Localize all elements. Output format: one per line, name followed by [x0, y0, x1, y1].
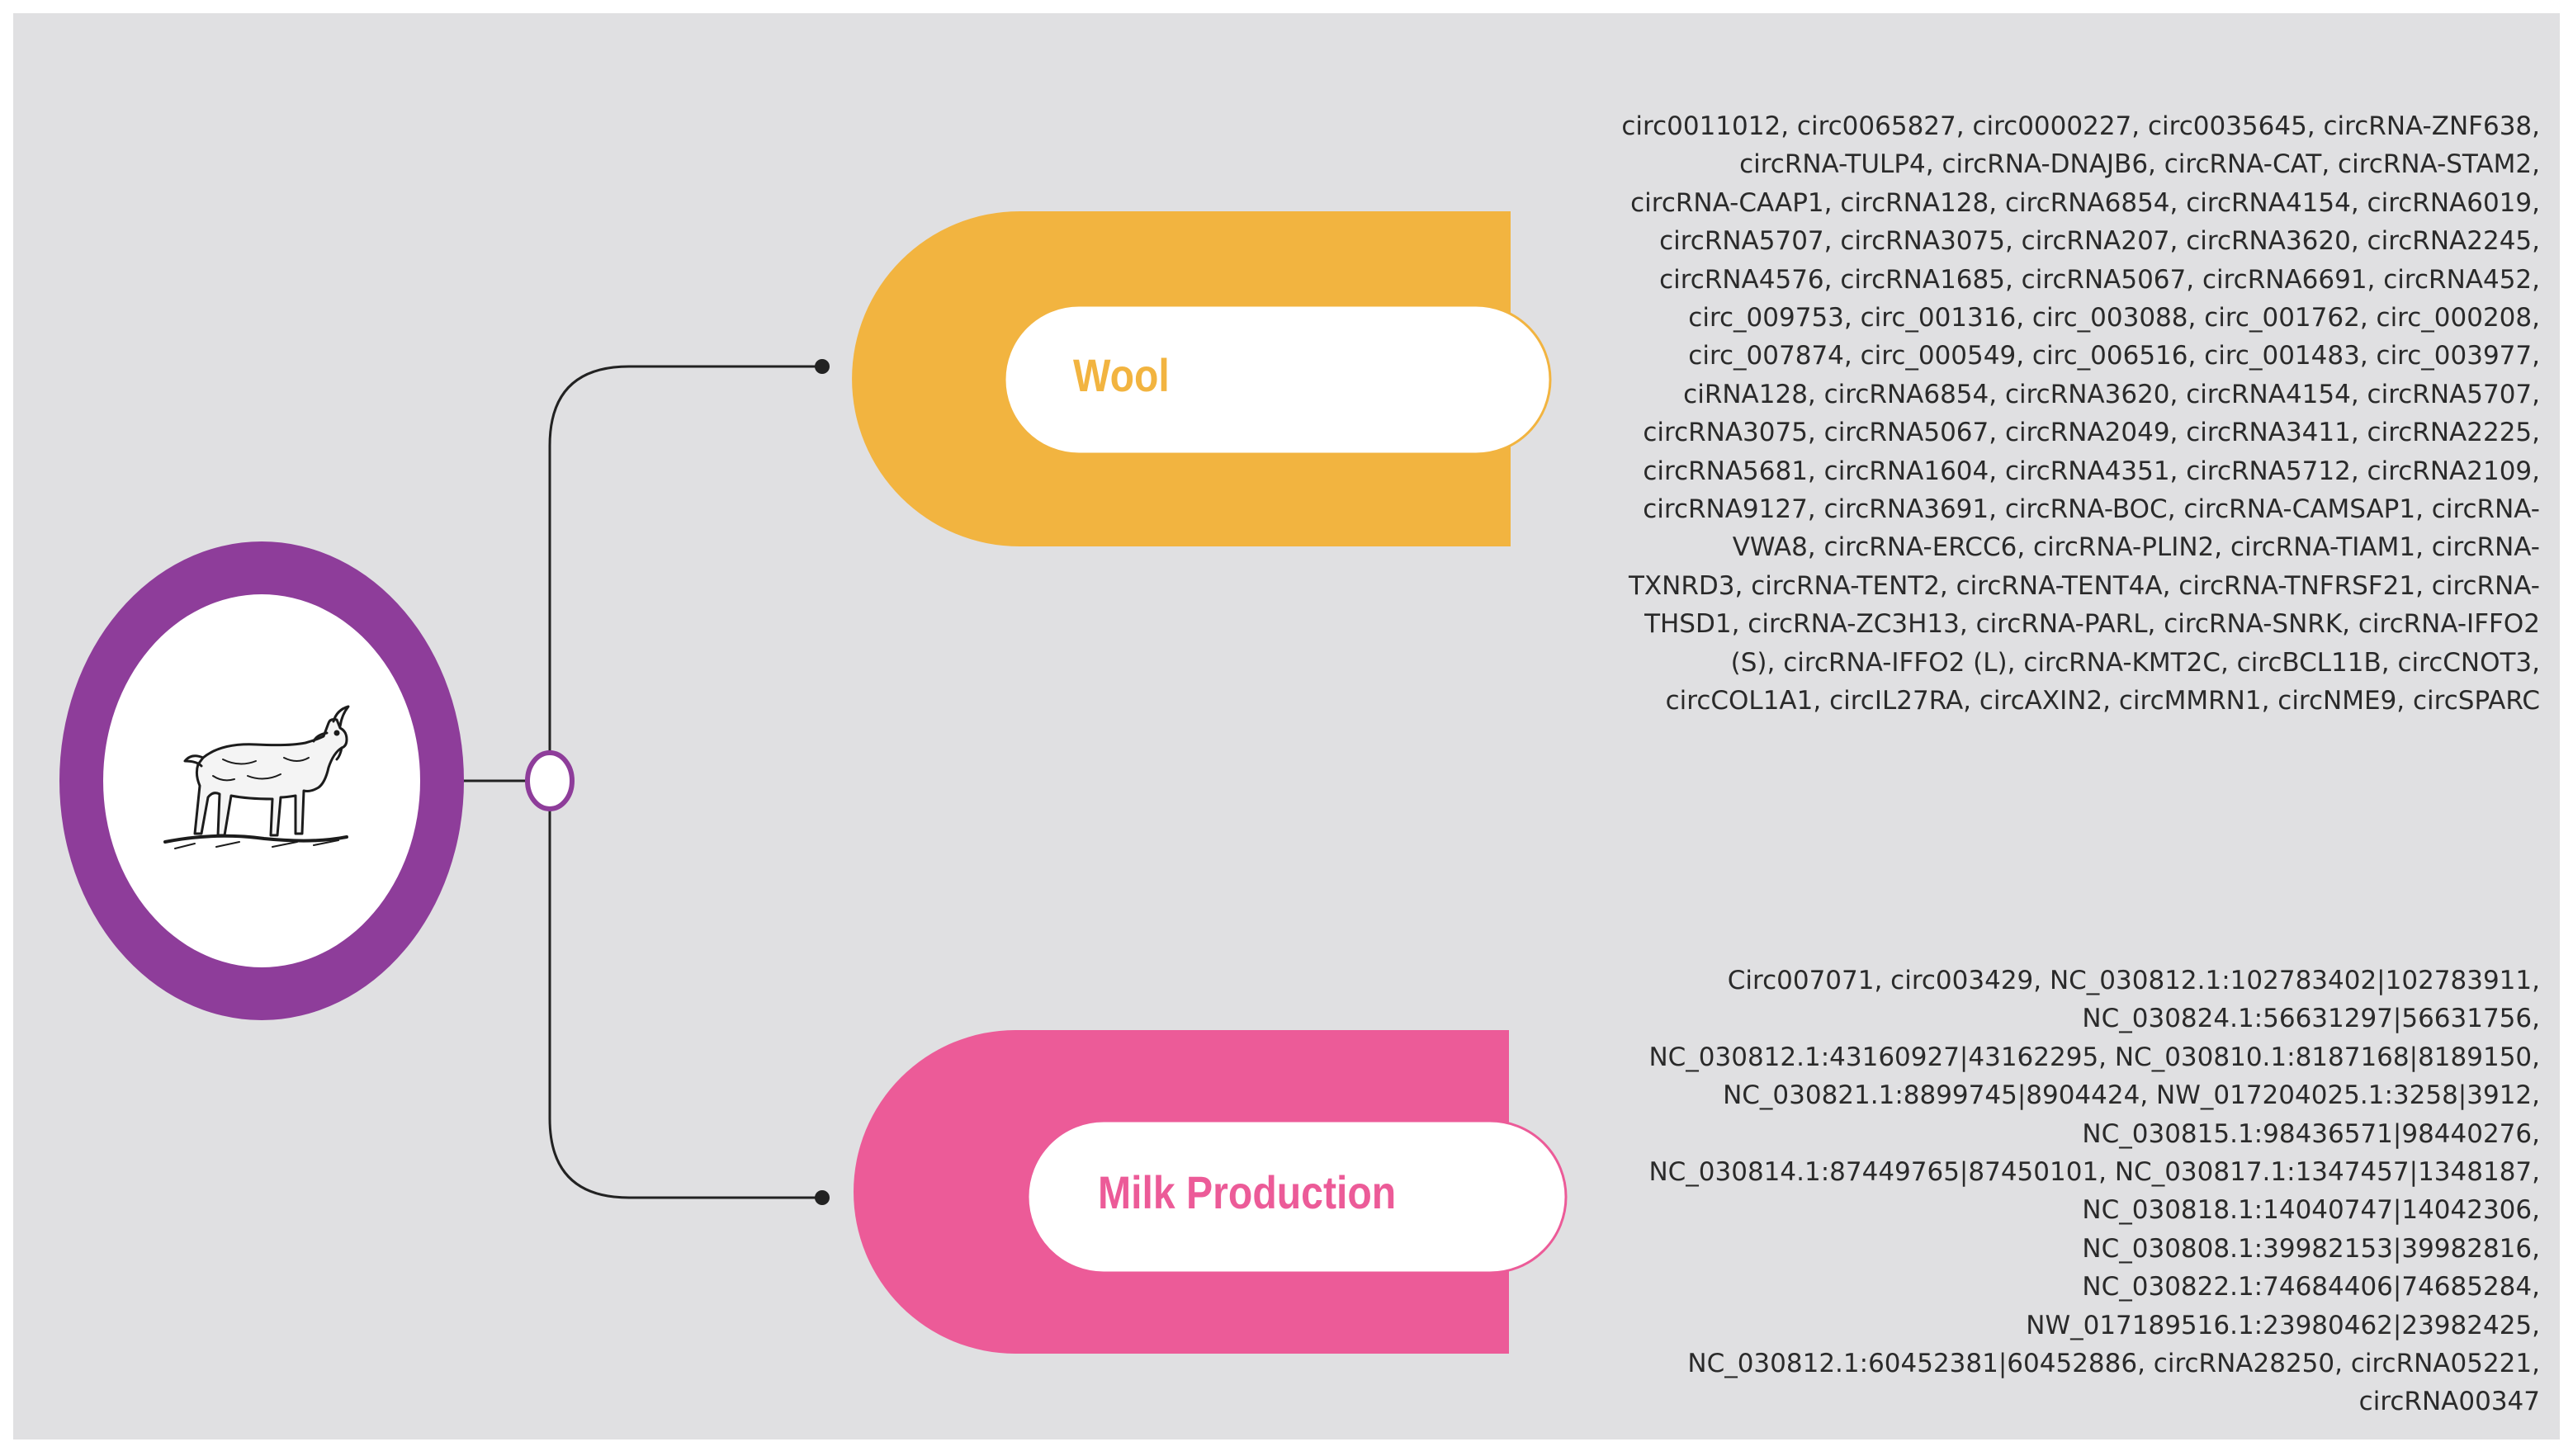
- root-node: [59, 541, 464, 1020]
- milk-list-line: NC_030821.1:8899745|8904424, NW_01720402…: [1723, 1080, 2540, 1111]
- wool-label-pill: [1003, 304, 1552, 456]
- wool-list-line: circRNA-TULP4, circRNA-DNAJB6, circRNA-C…: [1739, 149, 2540, 180]
- wool-label: Wool: [1073, 349, 1170, 401]
- wool-list-line: circRNA5681, circRNA1604, circRNA4351, c…: [1643, 456, 2540, 486]
- branch-milk: [854, 1030, 1568, 1354]
- milk-production-label: Milk Production: [1098, 1166, 1397, 1218]
- wool-list-line: circ_007874, circ_000549, circ_006516, c…: [1688, 341, 2540, 371]
- wool-list-line: (S), circRNA-IFFO2 (L), circRNA-KMT2C, c…: [1730, 647, 2540, 678]
- wool-list-line: TXNRD3, circRNA-TENT2, circRNA-TENT4A, c…: [1628, 570, 2540, 601]
- wool-list-line: circCOL1A1, circIL27RA, circAXIN2, circM…: [1665, 686, 2540, 716]
- milk-list-line: NC_030814.1:87449765|87450101, NC_030817…: [1648, 1157, 2540, 1188]
- wool-list-line: circ_009753, circ_001316, circ_003088, c…: [1688, 303, 2540, 333]
- wool-list-line: THSD1, circRNA-ZC3H13, circRNA-PARL, cir…: [1644, 609, 2540, 640]
- milk-list-line: circRNA00347: [2358, 1387, 2540, 1417]
- milk-circrna-list: Circ007071, circ003429, NC_030812.1:1027…: [1648, 962, 2540, 1421]
- milk-list-line: NC_030824.1:56631297|56631756,: [2082, 1004, 2540, 1034]
- wool-circrna-list: circ0011012, circ0065827, circ0000227, c…: [1621, 107, 2540, 721]
- branch-wool: [852, 211, 1552, 546]
- wool-list-line: circRNA3075, circRNA5067, circRNA2049, c…: [1643, 418, 2540, 448]
- connectors: [459, 365, 822, 1199]
- goat-icon: [163, 705, 350, 849]
- wool-list-line: circ0011012, circ0065827, circ0000227, c…: [1621, 111, 2540, 141]
- connector-milk: [548, 799, 822, 1199]
- milk-list-line: NC_030812.1:60452381|60452886, circRNA28…: [1687, 1349, 2540, 1379]
- milk-list-line: NC_030808.1:39982153|39982816,: [2082, 1233, 2540, 1264]
- wool-list-line: VWA8, circRNA-ERCC6, circRNA-PLIN2, circ…: [1732, 532, 2540, 563]
- connector-wool: [548, 365, 822, 763]
- junction-node: [525, 750, 575, 811]
- wool-list-line: circRNA5707, circRNA3075, circRNA207, ci…: [1659, 226, 2540, 257]
- wool-list-line: ciRNA128, circRNA6854, circRNA3620, circ…: [1683, 379, 2540, 409]
- milk-list-line: NW_017189516.1:23980462|23982425,: [2026, 1310, 2540, 1340]
- wool-list-line: circRNA-CAAP1, circRNA128, circRNA6854, …: [1630, 187, 2540, 218]
- wool-list-line: circRNA4576, circRNA1685, circRNA5067, c…: [1659, 264, 2540, 295]
- milk-label-pill: [1026, 1119, 1568, 1274]
- connector-end-dot-milk: [815, 1190, 830, 1205]
- milk-list-line: NC_030815.1:98436571|98440276,: [2082, 1118, 2540, 1149]
- milk-list-line: NC_030818.1:14040747|14042306,: [2082, 1195, 2540, 1226]
- milk-list-line: Circ007071, circ003429, NC_030812.1:1027…: [1727, 966, 2540, 995]
- wool-list-line: circRNA9127, circRNA3691, circRNA-BOC, c…: [1643, 494, 2540, 525]
- milk-list-line: NC_030812.1:43160927|43162295, NC_030810…: [1648, 1042, 2540, 1072]
- milk-list-line: NC_030822.1:74684406|74685284,: [2082, 1272, 2540, 1302]
- connector-end-dot-wool: [815, 359, 830, 374]
